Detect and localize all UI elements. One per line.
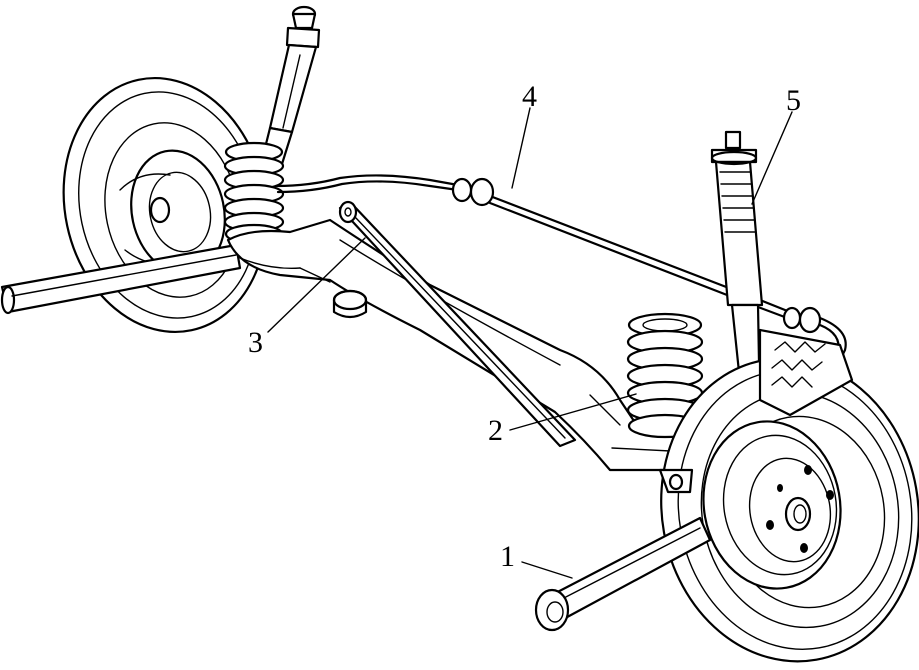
right-wheel (660, 328, 919, 663)
left-shock-absorber (260, 5, 321, 166)
callout-4: 4 (522, 80, 537, 113)
left-trailing-arm (0, 243, 242, 315)
spring-seat-bracket (658, 468, 694, 494)
leader-2 (509, 393, 637, 431)
callout-3: 3 (248, 326, 263, 359)
callout-leaders (267, 107, 793, 579)
callout-1: 1 (500, 540, 515, 573)
callout-5: 5 (786, 84, 801, 117)
leader-1 (521, 561, 573, 579)
callout-2: 2 (488, 414, 503, 447)
left-coil-spring (223, 141, 285, 245)
right-trailing-arm (534, 516, 712, 632)
leader-4 (511, 107, 531, 189)
leader-5 (751, 111, 793, 205)
leader-3 (267, 237, 366, 333)
panhard-rod (338, 200, 577, 448)
